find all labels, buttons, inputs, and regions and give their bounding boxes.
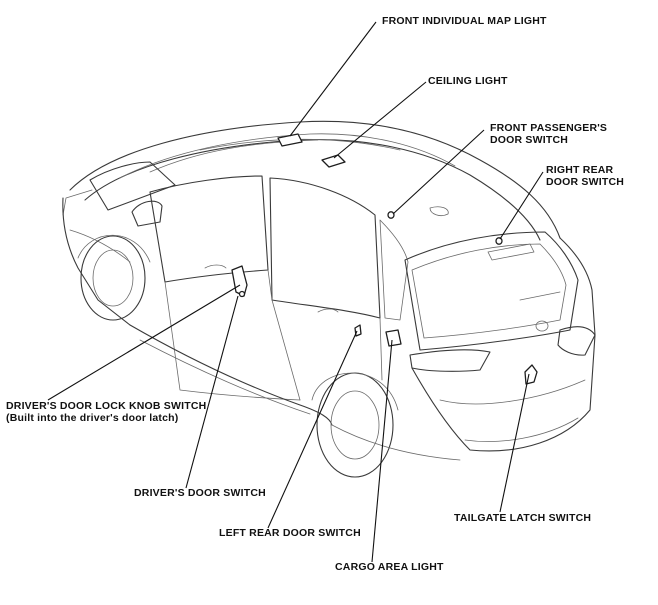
label-left-rear-door-switch: LEFT REAR DOOR SWITCH: [219, 527, 361, 539]
driver-door-latch-part: [231, 265, 248, 297]
ceiling-light-part: [321, 154, 346, 168]
leader-tailgate-latch-switch: [499, 373, 530, 513]
leader-front-map-light: [289, 21, 377, 137]
label-front-passenger-door-switch: FRONT PASSENGER'S DOOR SWITCH: [490, 122, 608, 146]
label-line: DOOR SWITCH: [546, 175, 625, 188]
leader-cargo-area-light: [371, 339, 393, 563]
right-rear-door-switch-part: [495, 237, 503, 245]
leader-lines: [47, 21, 544, 563]
leader-left-rear-door-switch: [267, 330, 358, 529]
label-right-rear-door-switch: RIGHT REAR DOOR SWITCH: [546, 164, 625, 188]
cargo-area-light-part: [385, 329, 402, 347]
label-line: DOOR SWITCH: [490, 133, 569, 146]
label-note: (Built into the driver's door latch): [6, 411, 179, 424]
components: [231, 133, 538, 385]
label-ceiling-light: CEILING LIGHT: [428, 75, 508, 87]
label-tailgate-latch-switch: TAILGATE LATCH SWITCH: [454, 512, 592, 524]
label-front-map-light: FRONT INDIVIDUAL MAP LIGHT: [382, 15, 547, 27]
leader-ceiling-light: [333, 81, 427, 159]
leader-driver-door-switch: [185, 295, 239, 489]
vehicle-body: [62, 120, 596, 478]
leader-door-lock-knob-switch: [47, 284, 241, 401]
label-driver-door-switch: DRIVER'S DOOR SWITCH: [134, 487, 266, 499]
leader-front-passenger-door-switch: [392, 129, 485, 215]
label-cargo-area-light: CARGO AREA LIGHT: [335, 561, 444, 573]
door-lock-knob-part: [238, 290, 246, 298]
tailgate-latch-part: [524, 364, 538, 385]
front-map-light-part: [277, 133, 303, 147]
label-line: RIGHT REAR: [546, 164, 614, 176]
label-line: DRIVER'S DOOR LOCK KNOB SWITCH: [6, 400, 207, 412]
label-door-lock-knob-switch: DRIVER'S DOOR LOCK KNOB SWITCH (Built in…: [6, 400, 207, 424]
label-line: FRONT PASSENGER'S: [490, 122, 608, 134]
front-passenger-door-switch-part: [387, 211, 395, 219]
leader-right-rear-door-switch: [499, 171, 544, 240]
